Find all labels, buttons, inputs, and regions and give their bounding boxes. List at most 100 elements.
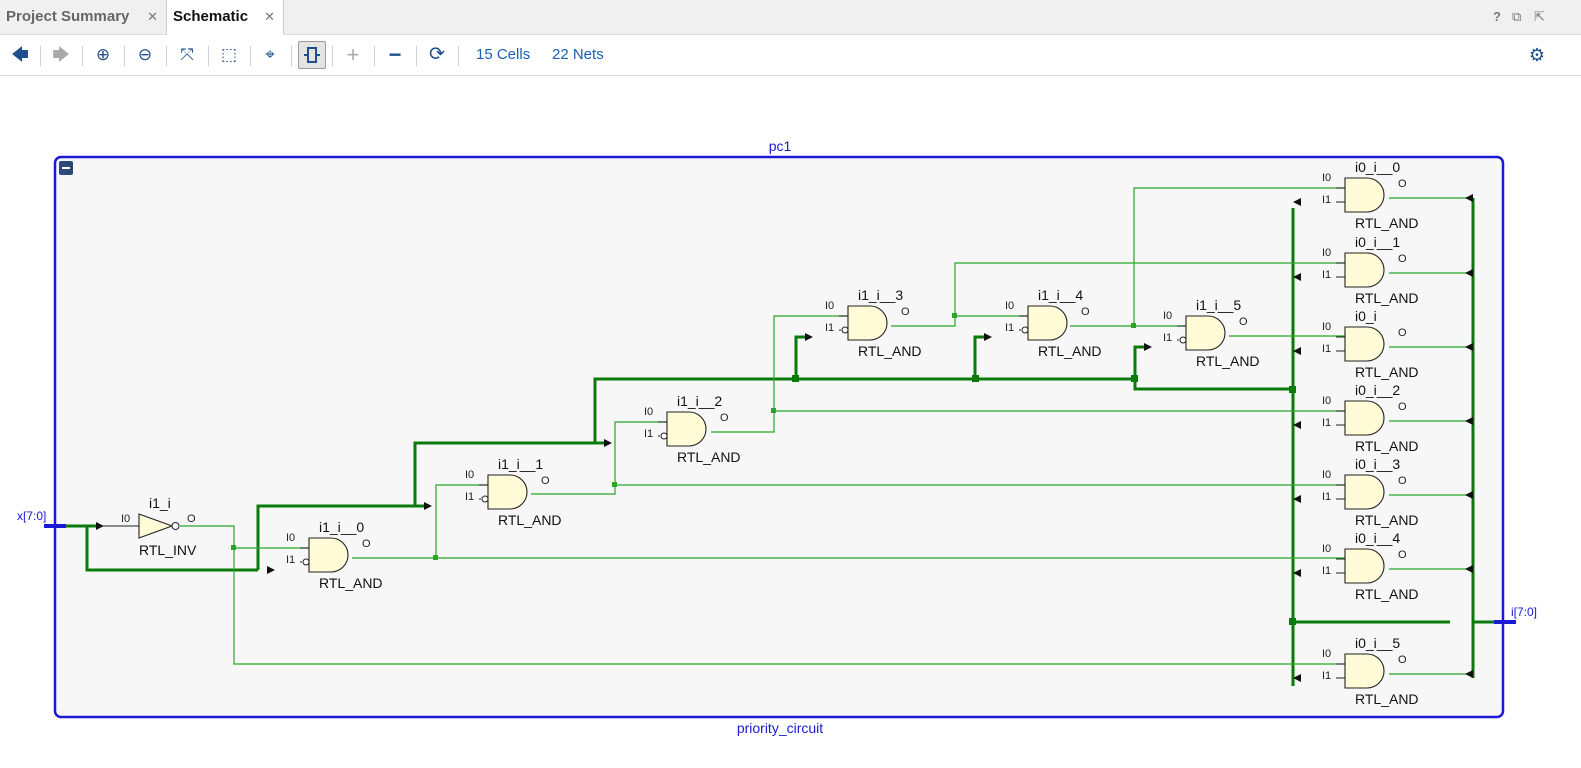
pin-label-i0: I0: [286, 532, 295, 544]
zoom-out-icon[interactable]: ⊖: [137, 45, 153, 64]
gate-body: [1344, 177, 1385, 213]
gate-type-label: RTL_AND: [1355, 691, 1419, 707]
gate-instance-name: i1_i__2: [677, 393, 722, 409]
pin-label-o: O: [362, 538, 371, 550]
tab-label: Schematic: [173, 8, 249, 25]
bus-ripper-arrow: [1465, 194, 1473, 202]
tab-bar: Project Summary ✕ Schematic ✕ ? ⧉ ⇱: [0, 0, 1581, 35]
zoom-area-icon[interactable]: ⬚: [220, 45, 238, 64]
routing-mode-icon[interactable]: [298, 41, 326, 69]
output-port[interactable]: i[7:0]: [1494, 605, 1537, 624]
toolbar: 🡄 🡆 ⊕ ⊖ ⤧ ⬚ ⌖ + − ⟳ 15 Cells 22 Nets ⚙: [0, 35, 1581, 76]
pin-label-i1: I1: [1322, 194, 1331, 206]
gate-instance-name: i1_i__5: [1196, 297, 1241, 313]
gate-type-label: RTL_AND: [1355, 586, 1419, 602]
gate-body: [1027, 305, 1068, 341]
divider: [208, 46, 209, 66]
pin-label-i0: I0: [1163, 310, 1172, 322]
gate-instance-name: i1_i__1: [498, 456, 543, 472]
signal-nets: [180, 187, 1345, 665]
close-icon[interactable]: ✕: [147, 9, 158, 24]
inversion-bubble: [1179, 336, 1187, 344]
tab-schematic[interactable]: Schematic ✕: [166, 0, 284, 35]
tab-label: Project Summary: [6, 8, 130, 25]
settings-icon[interactable]: ⚙: [1528, 45, 1546, 65]
select-icon[interactable]: ⌖: [265, 45, 275, 64]
pin-label-i1: I1: [1322, 269, 1331, 281]
gate-type-label: RTL_AND: [1355, 512, 1419, 528]
bus-ripper-arrow: [1465, 269, 1473, 277]
divider: [416, 46, 417, 66]
bus-ripper-arrow: [1293, 273, 1301, 281]
expand-icon[interactable]: +: [346, 42, 360, 67]
gate-instance-name: i1_i__3: [858, 287, 903, 303]
zoom-fit-icon[interactable]: ⤧: [180, 45, 194, 64]
divider: [374, 46, 375, 66]
collapse-module-button[interactable]: [59, 161, 73, 175]
maximize-icon[interactable]: ⇱: [1534, 9, 1545, 24]
gate-type-label: RTL_AND: [1355, 290, 1419, 306]
help-icon[interactable]: ?: [1493, 9, 1501, 24]
pin-label-i1: I1: [1322, 343, 1331, 355]
bus-ripper-arrow: [1465, 417, 1473, 425]
pin-label-o: O: [720, 412, 729, 424]
output-port-label: i[7:0]: [1511, 605, 1537, 619]
bus-ripper-arrow: [805, 333, 813, 341]
pin-label-o: O: [187, 513, 196, 525]
pin-label-i0: I0: [1322, 247, 1331, 259]
bus-ripper-arrow: [1465, 491, 1473, 499]
bus-nets: [66, 198, 1494, 686]
zoom-in-icon[interactable]: ⊕: [95, 45, 111, 64]
pin-label-o: O: [1398, 475, 1407, 487]
bus-ripper-arrow: [1293, 198, 1301, 206]
restore-icon[interactable]: ⧉: [1512, 9, 1522, 24]
gate-body: [1344, 326, 1385, 362]
divider: [40, 46, 41, 66]
pin-label-o: O: [1398, 327, 1407, 339]
bus-ripper-arrow: [267, 566, 275, 574]
pin-label-o: O: [1398, 253, 1407, 265]
pin-label-o: O: [1081, 306, 1090, 318]
collapse-icon[interactable]: −: [388, 42, 402, 67]
divider: [250, 46, 251, 66]
divider: [291, 46, 292, 66]
gate-type-label: RTL_AND: [1355, 364, 1419, 380]
gate-body: [666, 411, 707, 447]
nets-link[interactable]: 22 Nets: [552, 46, 604, 63]
gate-body: [138, 513, 174, 539]
divider: [332, 46, 333, 66]
bus-ripper-arrow: [1293, 347, 1301, 355]
tab-project-summary[interactable]: Project Summary ✕: [0, 0, 166, 34]
gate-type-label: RTL_INV: [139, 542, 197, 558]
forward-icon[interactable]: 🡆: [52, 45, 70, 64]
bus-ripper-arrow: [96, 522, 104, 530]
inversion-bubble: [171, 522, 180, 530]
gate-body: [1344, 252, 1385, 288]
schematic-canvas[interactable]: pc1 priority_circuit x[7:0] i[7:0]: [0, 76, 1581, 763]
pin-label-o: O: [1398, 401, 1407, 413]
pin-label-i1: I1: [1163, 332, 1172, 344]
pin-label-o: O: [1398, 549, 1407, 561]
back-icon[interactable]: 🡄: [11, 45, 29, 64]
regenerate-icon[interactable]: ⟳: [429, 44, 445, 65]
input-port[interactable]: x[7:0]: [17, 509, 66, 528]
gate-instance-name: i0_i__2: [1355, 382, 1400, 398]
cells-link[interactable]: 15 Cells: [476, 46, 531, 63]
gate-body: [308, 537, 349, 573]
pin-label-o: O: [541, 475, 550, 487]
close-icon[interactable]: ✕: [264, 9, 275, 24]
routing-mode-glyph: [304, 47, 320, 63]
